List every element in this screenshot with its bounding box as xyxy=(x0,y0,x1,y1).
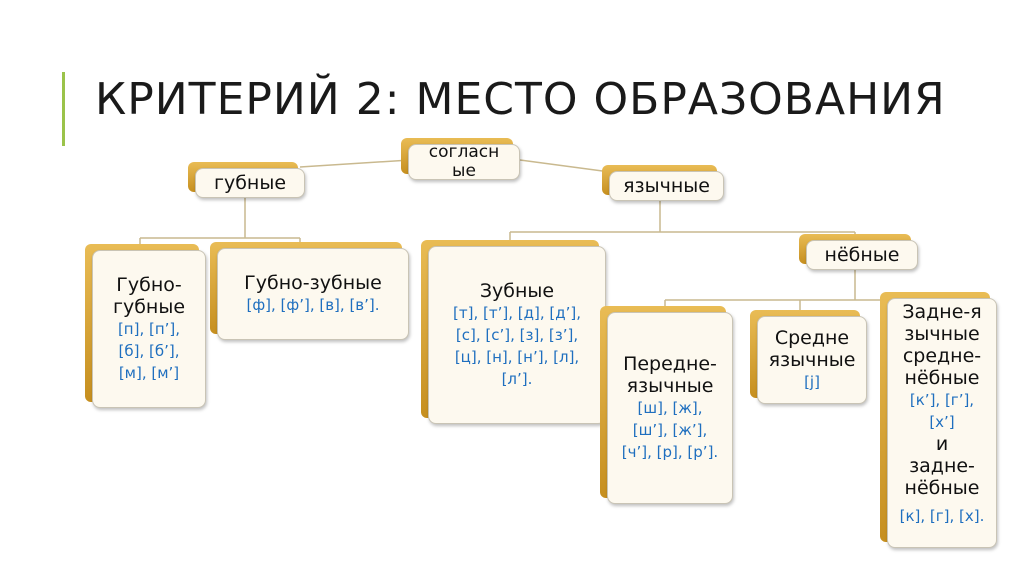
node-lingual-label: язычные xyxy=(623,175,710,197)
node-front-lingual: Передне-язычные [ш], [ж], [ш’], [ж’], [ч… xyxy=(600,306,733,504)
node-middle-lingual-label: Средне язычные xyxy=(768,327,856,371)
node-back-palatal-label: задне-нёбные xyxy=(904,455,980,499)
node-palatal: нёбные xyxy=(799,234,918,270)
node-bilabial-label: Губно-губные xyxy=(112,274,186,318)
title-accent-bar xyxy=(62,72,65,146)
node-back-palatal-sounds: [к], [г], [х]. xyxy=(899,507,985,525)
node-middle-lingual-sounds: [j] xyxy=(804,373,820,391)
node-dental: Зубные [т], [т’], [д], [д’], [с], [с’], … xyxy=(421,240,606,424)
node-consonants: согласн ые xyxy=(401,138,520,181)
slide-title: КРИТЕРИЙ 2: МЕСТО ОБРАЗОВАНИЯ xyxy=(95,74,946,125)
node-back-lingual-and: и xyxy=(935,433,949,455)
node-labiodental-sounds: [ф], [ф’], [в], [в’]. xyxy=(246,296,380,314)
node-middle-lingual: Средне язычные [j] xyxy=(750,310,867,404)
node-front-lingual-sounds: [ш], [ж], [ш’], [ж’], [ч’], [р], [р’]. xyxy=(621,399,719,461)
node-palatal-label: нёбные xyxy=(824,244,900,266)
node-bilabial: Губно-губные [п], [п’], [б], [б’], [м], … xyxy=(85,244,206,408)
node-bilabial-sounds: [п], [п’], [б], [б’], [м], [м’] xyxy=(117,320,181,382)
node-dental-sounds: [т], [т’], [д], [д’], [с], [с’], [з], [з… xyxy=(453,304,581,388)
node-back-lingual-sounds: [к’], [г’], [х’] xyxy=(909,391,975,431)
node-back-lingual-label: Задне-язычные средне-нёбные xyxy=(902,301,982,389)
node-consonants-label: согласн ые xyxy=(428,142,500,181)
node-labiodental-label: Губно-зубные xyxy=(244,272,382,294)
node-lingual: язычные xyxy=(602,165,724,201)
node-front-lingual-label: Передне-язычные xyxy=(623,353,717,397)
node-labiodental: Губно-зубные [ф], [ф’], [в], [в’]. xyxy=(210,242,409,340)
node-labial-label: губные xyxy=(213,172,287,194)
node-dental-label: Зубные xyxy=(479,280,555,302)
node-back-lingual: Задне-язычные средне-нёбные [к’], [г’], … xyxy=(880,292,997,548)
node-labial: губные xyxy=(188,162,305,198)
